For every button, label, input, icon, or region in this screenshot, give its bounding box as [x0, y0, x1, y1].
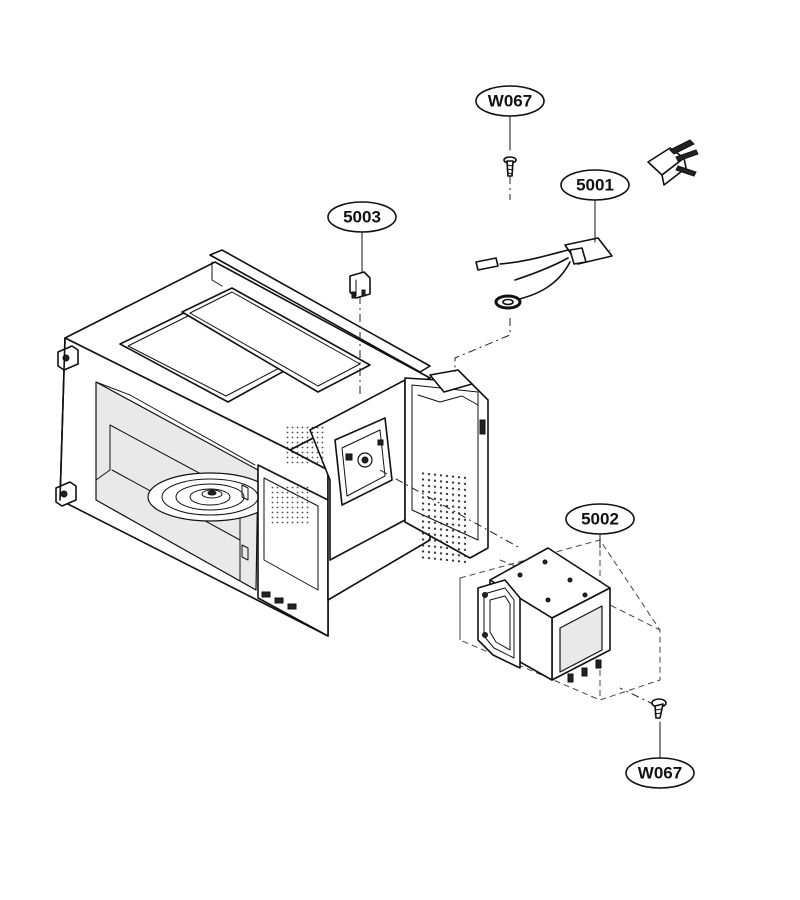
callout-w067-bottom: W067: [625, 757, 695, 789]
callout-label: W067: [638, 764, 682, 783]
magnetron: [459, 539, 661, 701]
callout-5002: 5002: [565, 503, 635, 535]
waveguide-panel: [404, 369, 489, 564]
callout-label: 5001: [576, 176, 614, 195]
oven-cavity: [55, 249, 489, 637]
assembly-guide-lines: [359, 176, 656, 706]
power-cord: [475, 139, 699, 310]
callout-label: 5003: [343, 208, 381, 227]
callout-label: 5002: [581, 510, 619, 529]
sensor-bracket: [334, 417, 393, 506]
callout-label: W067: [488, 92, 532, 111]
callout-5003: 5003: [327, 201, 397, 233]
callout-5001: 5001: [560, 169, 630, 201]
plug: [647, 139, 699, 186]
leader-lines: [361, 115, 661, 759]
sensor-part: [349, 271, 371, 299]
hinge-tab-top: [57, 345, 79, 371]
screw-top: [503, 156, 517, 177]
screw-bottom: [651, 698, 667, 719]
turntable: [147, 472, 273, 522]
callout-w067-top: W067: [475, 85, 545, 117]
